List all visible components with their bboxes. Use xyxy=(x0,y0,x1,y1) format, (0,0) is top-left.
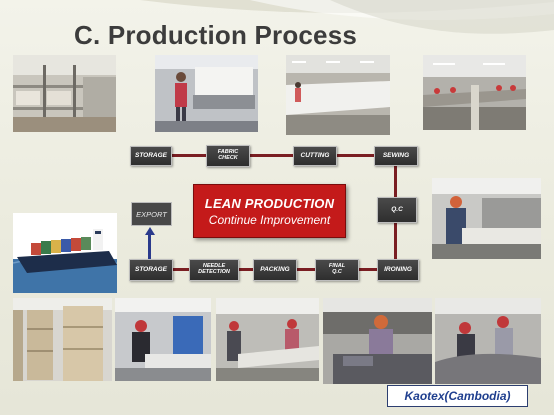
step-qc: Q.C xyxy=(377,197,417,223)
slide-title: C. Production Process xyxy=(74,20,358,50)
lean-production-subheading: Continue Improvement xyxy=(208,212,331,227)
step-needle-detection: NEEDLE DETECTION xyxy=(189,259,239,281)
step-final-qc: FINAL Q.C xyxy=(315,259,359,281)
decorative-swoosh xyxy=(140,0,554,34)
photo-cargo-ship xyxy=(13,213,117,293)
photo-carton-storage xyxy=(13,298,112,381)
photo-needle-detection xyxy=(216,298,319,381)
company-label: Kaotex(Cambodia) xyxy=(387,385,528,407)
step-sewing: SEWING xyxy=(374,146,418,166)
lean-production-box: LEAN PRODUCTION Continue Improvement xyxy=(193,184,346,238)
photo-ironing xyxy=(435,298,541,384)
step-ironing: IRONING xyxy=(377,259,419,281)
photo-qc-worker xyxy=(432,178,541,259)
step-storage-bottom: STORAGE xyxy=(129,259,173,281)
photo-final-qc xyxy=(323,298,432,384)
photo-cutting-floor xyxy=(286,55,390,135)
step-packing: PACKING xyxy=(253,259,297,281)
photo-fabric-check xyxy=(155,55,258,132)
lean-production-heading: LEAN PRODUCTION xyxy=(204,195,335,211)
export-arrow-head xyxy=(144,227,155,235)
step-storage-top: STORAGE xyxy=(130,146,172,166)
export-arrow-shaft xyxy=(148,234,151,259)
connector-top xyxy=(170,154,392,157)
photo-warehouse-storage xyxy=(13,55,116,132)
step-cutting: CUTTING xyxy=(293,146,337,166)
photo-packing-worker xyxy=(115,298,211,381)
step-fabric-check: FABRIC CHECK xyxy=(206,145,250,167)
step-export: EXPORT xyxy=(131,202,172,226)
photo-sewing-floor xyxy=(423,55,526,130)
